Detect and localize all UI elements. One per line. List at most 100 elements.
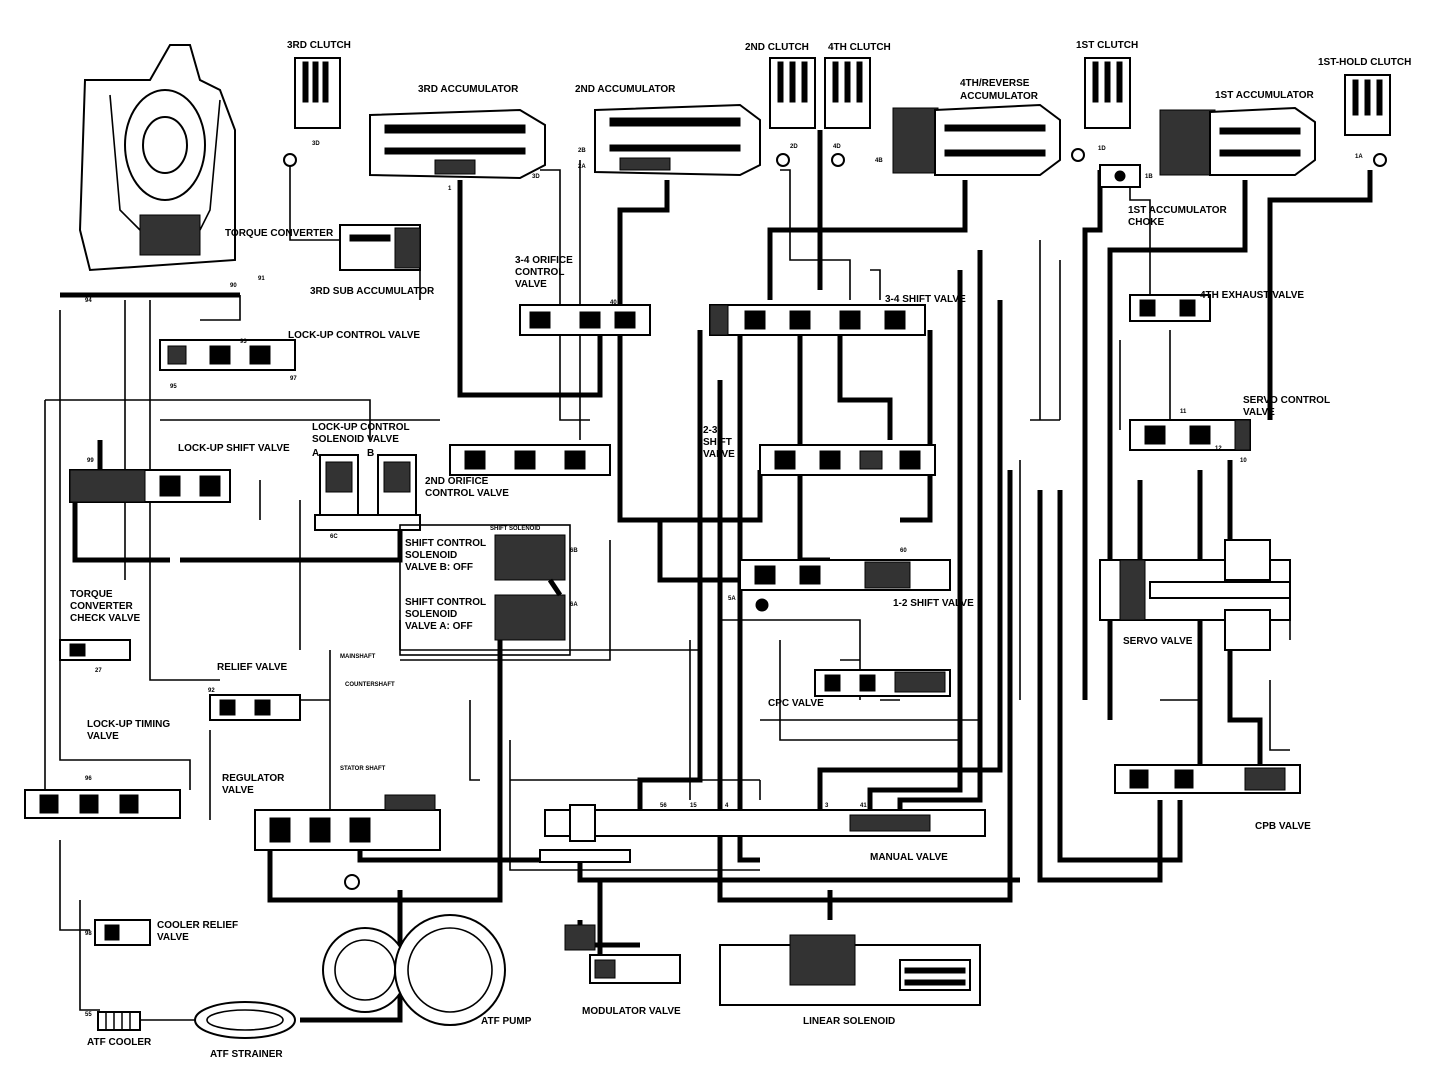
solenoid-shift-control (399, 524, 571, 656)
label-4th-reverse-accumulator-2: ACCUMULATOR (960, 91, 1039, 102)
port-96: 96 (85, 776, 92, 782)
valve-torque-converter-check (59, 639, 131, 661)
label-lock-up-control-valve: LOCK-UP CONTROL VALVE (288, 330, 420, 341)
valve-cpc (814, 669, 951, 697)
label-shift-solenoid: SHIFT SOLENOID (490, 526, 541, 532)
label-atf-pump: ATF PUMP (481, 1016, 532, 1027)
label-cpc-valve: CPC VALVE (768, 698, 824, 709)
hydraulic-lines-thick (60, 130, 1373, 1023)
label-4th-clutch: 4TH CLUTCH (828, 42, 891, 53)
label-1st-accumulator-choke-2: CHOKE (1128, 217, 1164, 228)
accumulator-3rd (369, 108, 546, 180)
port-15: 15 (690, 803, 697, 809)
valve-servo (1099, 539, 1291, 651)
label-scs-a-3: VALVE A: OFF (405, 621, 473, 632)
label-regulator-1: REGULATOR (222, 773, 285, 784)
label-1st-accumulator-choke-1: 1ST ACCUMULATOR (1128, 205, 1227, 216)
clutch-3rd (283, 57, 341, 167)
label-servo-control-2: VALVE (1243, 407, 1275, 418)
label-2-3-shift-2: SHIFT (703, 437, 732, 448)
valve-2nd-orifice-control (449, 444, 611, 476)
clutch-1st (1071, 57, 1131, 162)
label-2-3-shift-1: 2-3 (703, 425, 718, 436)
valve-cpb (1114, 764, 1301, 794)
port-55: 55 (85, 1012, 92, 1018)
valve-1-2-shift (739, 559, 951, 612)
port-6a: 6A (570, 602, 578, 608)
label-1st-clutch: 1ST CLUTCH (1076, 40, 1138, 51)
valve-4th-exhaust (1129, 294, 1211, 322)
accumulator-2nd (594, 103, 761, 177)
label-2nd-orifice-2: CONTROL VALVE (425, 488, 509, 499)
label-tc-check-1: TORQUE (70, 589, 113, 600)
label-stator-shaft: STATOR SHAFT (340, 766, 386, 772)
label-cpb-valve: CPB VALVE (1255, 821, 1311, 832)
label-modulator-valve: MODULATOR VALVE (582, 1006, 681, 1017)
label-cooler-relief-1: COOLER RELIEF (157, 920, 238, 931)
label-2nd-clutch: 2ND CLUTCH (745, 42, 809, 53)
label-4th-exhaust-valve: 4TH EXHAUST VALVE (1200, 290, 1304, 301)
port-90: 90 (230, 283, 237, 289)
atf-strainer (194, 1001, 296, 1039)
label-scs-b-3: VALVE B: OFF (405, 562, 473, 573)
label-mainshaft: MAINSHAFT (340, 654, 376, 660)
label-scs-b-2: SOLENOID (405, 550, 457, 561)
label-tc-check-2: CONVERTER (70, 601, 134, 612)
label-servo-control-1: SERVO CONTROL (1243, 395, 1330, 406)
port-6c: 6C (330, 534, 338, 540)
valve-lock-up-shift (69, 469, 231, 503)
port-10: 10 (1240, 458, 1247, 464)
port-1d: 1D (1098, 146, 1106, 152)
port-1b: 1B (1145, 174, 1153, 180)
label-lock-up-timing-1: LOCK-UP TIMING (87, 719, 170, 730)
atf-cooler (97, 1011, 141, 1031)
valve-2-3-shift (759, 444, 936, 476)
label-atf-strainer: ATF STRAINER (210, 1049, 283, 1060)
port-3d-accum: 3D (532, 174, 540, 180)
port-56: 56 (660, 803, 667, 809)
label-lock-up-solenoid-2: SOLENOID VALVE (312, 434, 399, 445)
port-94: 94 (85, 298, 92, 304)
port-3d: 3D (312, 141, 320, 147)
accumulator-4th-reverse (892, 103, 1061, 176)
valve-manual (539, 804, 986, 863)
port-41: 41 (860, 803, 867, 809)
label-scs-b-1: SHIFT CONTROL (405, 538, 486, 549)
sub-accumulator-3rd (339, 224, 421, 271)
solenoid-lock-up-control (314, 454, 421, 531)
port-40: 40 (610, 300, 617, 306)
port-2b: 2B (578, 148, 586, 154)
label-3-4-shift-valve: 3-4 SHIFT VALVE (885, 294, 966, 305)
label-servo-valve: SERVO VALVE (1123, 636, 1193, 647)
port-12: 12 (1215, 446, 1222, 452)
clutch-1st-hold (1344, 74, 1391, 167)
port-5a: 5A (728, 596, 736, 602)
label-lock-up-solenoid-b: B (367, 448, 374, 459)
port-92: 92 (208, 688, 215, 694)
port-4d: 4D (833, 144, 841, 150)
choke-1st-accumulator (1099, 164, 1141, 188)
port-4b: 4B (875, 158, 883, 164)
port-2a: 2A (578, 164, 586, 170)
label-cooler-relief-2: VALVE (157, 932, 189, 943)
port-1: 1 (448, 186, 452, 192)
label-2nd-orifice-1: 2ND ORIFICE (425, 476, 489, 487)
label-3rd-accumulator: 3RD ACCUMULATOR (418, 84, 519, 95)
port-1a: 1A (1355, 154, 1363, 160)
label-regulator-2: VALVE (222, 785, 254, 796)
label-3-4-orifice-1: 3-4 ORIFICE (515, 255, 573, 266)
accumulator-1st (1159, 106, 1316, 176)
label-lock-up-shift-valve: LOCK-UP SHIFT VALVE (178, 443, 290, 454)
valve-3-4-shift (709, 304, 926, 336)
port-2: 2 (665, 184, 669, 190)
port-97: 97 (290, 376, 297, 382)
valve-cooler-relief (94, 919, 151, 946)
port-numbers: 3D 1 3D 2B 2A 2 2D 4D 4B 1D 1B 1A 94 90 … (85, 141, 1363, 1018)
port-4: 4 (725, 803, 729, 809)
label-3-4-orifice-2: CONTROL (515, 267, 564, 278)
valve-lock-up-control (159, 339, 296, 371)
label-2-3-shift-3: VALVE (703, 449, 735, 460)
port-3: 3 (825, 803, 829, 809)
atf-pump (322, 914, 506, 1026)
